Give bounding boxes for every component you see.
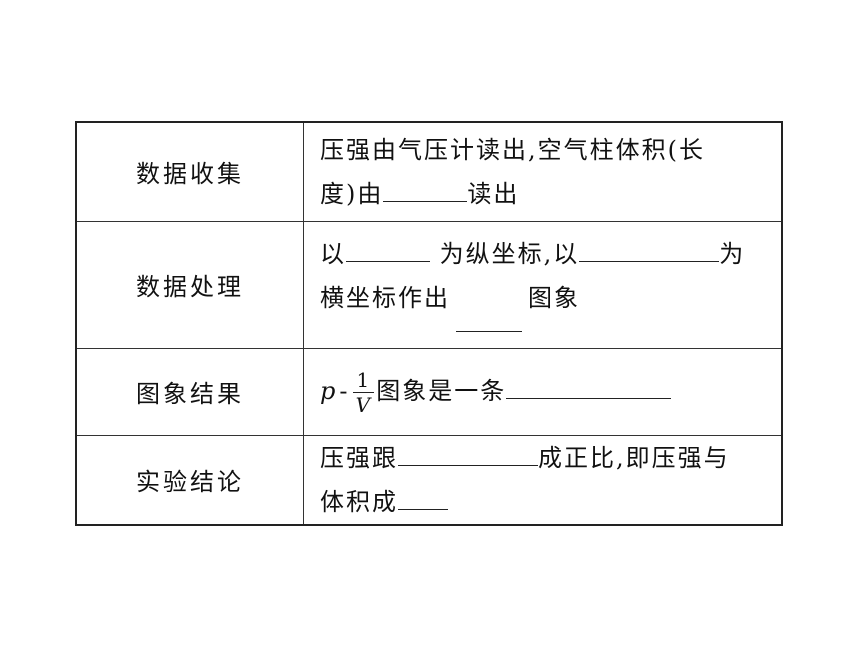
- content-line: 压强跟 成正比,即压强与: [320, 436, 769, 480]
- content-text: 压强由气压计读出,空气柱体积(长: [320, 135, 705, 164]
- content-text: 成正比,即压强与: [538, 443, 730, 472]
- table-row-data-processing: 数据处理 以 为纵坐标,以 为 横坐标作出 图象: [75, 220, 783, 349]
- content-text: 以: [320, 239, 346, 268]
- fill-in-blank[interactable]: [398, 489, 448, 510]
- row-content: 以 为纵坐标,以 为 横坐标作出 图象: [303, 220, 783, 349]
- content-text: 图象是一条: [376, 376, 507, 405]
- table-row-data-collection: 数据收集 压强由气压计读出,空气柱体积(长 度)由 读出: [75, 121, 783, 222]
- row-content: 压强跟 成正比,即压强与 体积成: [303, 434, 783, 525]
- content-line: 压强由气压计读出,空气柱体积(长: [320, 128, 769, 172]
- fraction-denominator: V: [355, 392, 373, 417]
- experiment-summary-table: 数据收集 压强由气压计读出,空气柱体积(长 度)由 读出 数据处理 以 为纵坐标,…: [75, 121, 783, 526]
- content-line: 体积成: [320, 480, 769, 524]
- fraction-numerator: 1: [353, 370, 375, 393]
- content-text: 压强跟: [320, 443, 398, 472]
- fill-in-blank[interactable]: [346, 241, 430, 262]
- content-text: 为纵坐标,以: [439, 239, 580, 268]
- content-text: 图象: [528, 283, 580, 312]
- content-line: 横坐标作出 图象: [320, 276, 769, 338]
- fill-in-blank[interactable]: [579, 241, 720, 262]
- fill-in-blank[interactable]: [398, 445, 538, 466]
- fill-in-blank[interactable]: [506, 378, 672, 399]
- content-text: 读出: [467, 179, 520, 208]
- row-label: 图象结果: [75, 347, 304, 436]
- content-text: 横坐标作出: [320, 283, 450, 312]
- dash-symbol: -: [339, 376, 350, 405]
- table-row-conclusion: 实验结论 压强跟 成正比,即压强与 体积成: [75, 434, 783, 525]
- content-line: 以 为纵坐标,以 为: [320, 232, 769, 276]
- content-text: 体积成: [320, 487, 398, 516]
- content-line: 度)由 读出: [320, 172, 769, 216]
- fill-in-blank[interactable]: [456, 311, 522, 332]
- row-label: 数据处理: [75, 220, 304, 349]
- content-text: 为: [719, 239, 746, 268]
- row-label: 数据收集: [75, 121, 304, 222]
- fill-in-blank[interactable]: [383, 181, 468, 202]
- row-label: 实验结论: [75, 434, 304, 525]
- content-text: 度)由: [320, 179, 384, 208]
- variable-p: p: [320, 376, 338, 405]
- row-content: 压强由气压计读出,空气柱体积(长 度)由 读出: [303, 121, 783, 222]
